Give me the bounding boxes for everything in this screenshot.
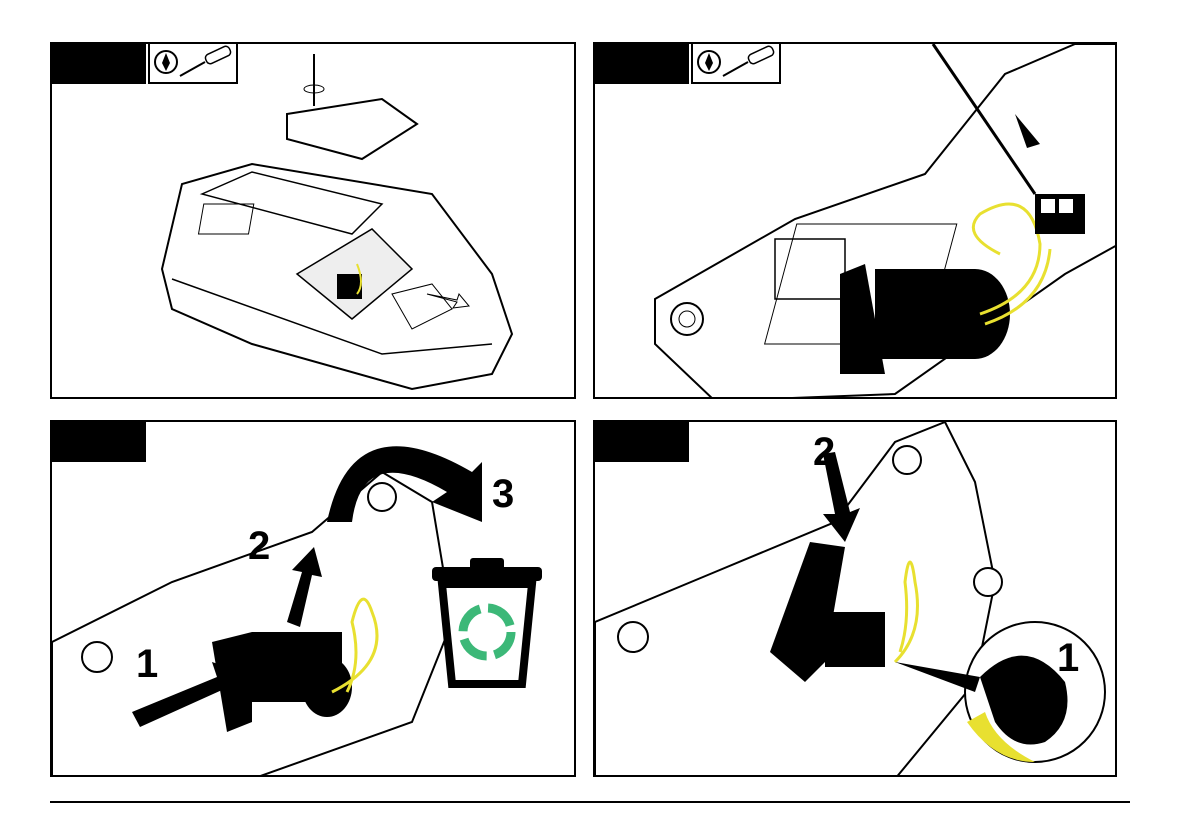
- step-label: [52, 422, 146, 462]
- ribbon-install-illustration: [595, 422, 1106, 775]
- step-label: [595, 44, 689, 84]
- ribbon-removal-illustration: [52, 446, 542, 775]
- footer-rule: [50, 801, 1130, 803]
- printer-mechanism-illustration: [654, 44, 1115, 397]
- recycle-icon: [458, 603, 516, 661]
- panel-remove-ribbon: 1 2 3: [50, 420, 576, 777]
- panel-remove-cover: [50, 42, 576, 399]
- trash-can-icon: [432, 558, 542, 688]
- callout-2: 2: [248, 524, 271, 568]
- screwdriver-icon: [691, 44, 781, 84]
- step-label: [52, 44, 146, 84]
- step-label: [595, 422, 689, 462]
- printer-cover-illustration: [160, 54, 514, 391]
- screwdriver-icon: [148, 44, 238, 84]
- panel-disconnect-wire: [593, 42, 1117, 399]
- callout-1: 1: [1057, 636, 1080, 680]
- callout-3: 3: [492, 472, 515, 516]
- callout-2: 2: [813, 430, 836, 474]
- callout-1: 1: [136, 642, 159, 686]
- panel-install-ribbon: 2 1: [593, 420, 1117, 777]
